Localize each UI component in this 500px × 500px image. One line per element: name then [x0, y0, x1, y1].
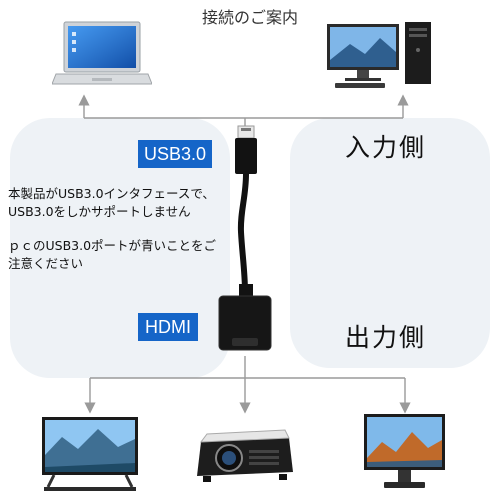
note-line: 本製品がUSB3.0インタフェースで、	[8, 186, 215, 201]
background-blob	[290, 118, 490, 368]
hdmi-badge: HDMI	[138, 313, 198, 341]
usb-badge: USB3.0	[138, 140, 212, 168]
note-line: ｐｃのUSB3.0ポートが青いことをご	[8, 238, 217, 253]
note-line: 注意ください	[8, 256, 84, 271]
desktop-pc-icon	[327, 22, 431, 88]
monitor-icon	[364, 414, 445, 488]
compatibility-note: 本製品がUSB3.0インタフェースで、 USB3.0をしかサポートしません ｐｃ…	[8, 185, 248, 273]
projector-icon	[197, 429, 293, 482]
input-side-label: 入力側	[345, 133, 427, 162]
laptop-icon	[52, 21, 152, 85]
note-line: USB3.0をしかサポートしません	[8, 204, 191, 219]
tv-icon	[42, 417, 138, 491]
page-title: 接続のご案内	[201, 8, 298, 27]
output-side-label: 出力側	[345, 323, 427, 352]
usb-to-hdmi-adapter	[218, 125, 272, 351]
